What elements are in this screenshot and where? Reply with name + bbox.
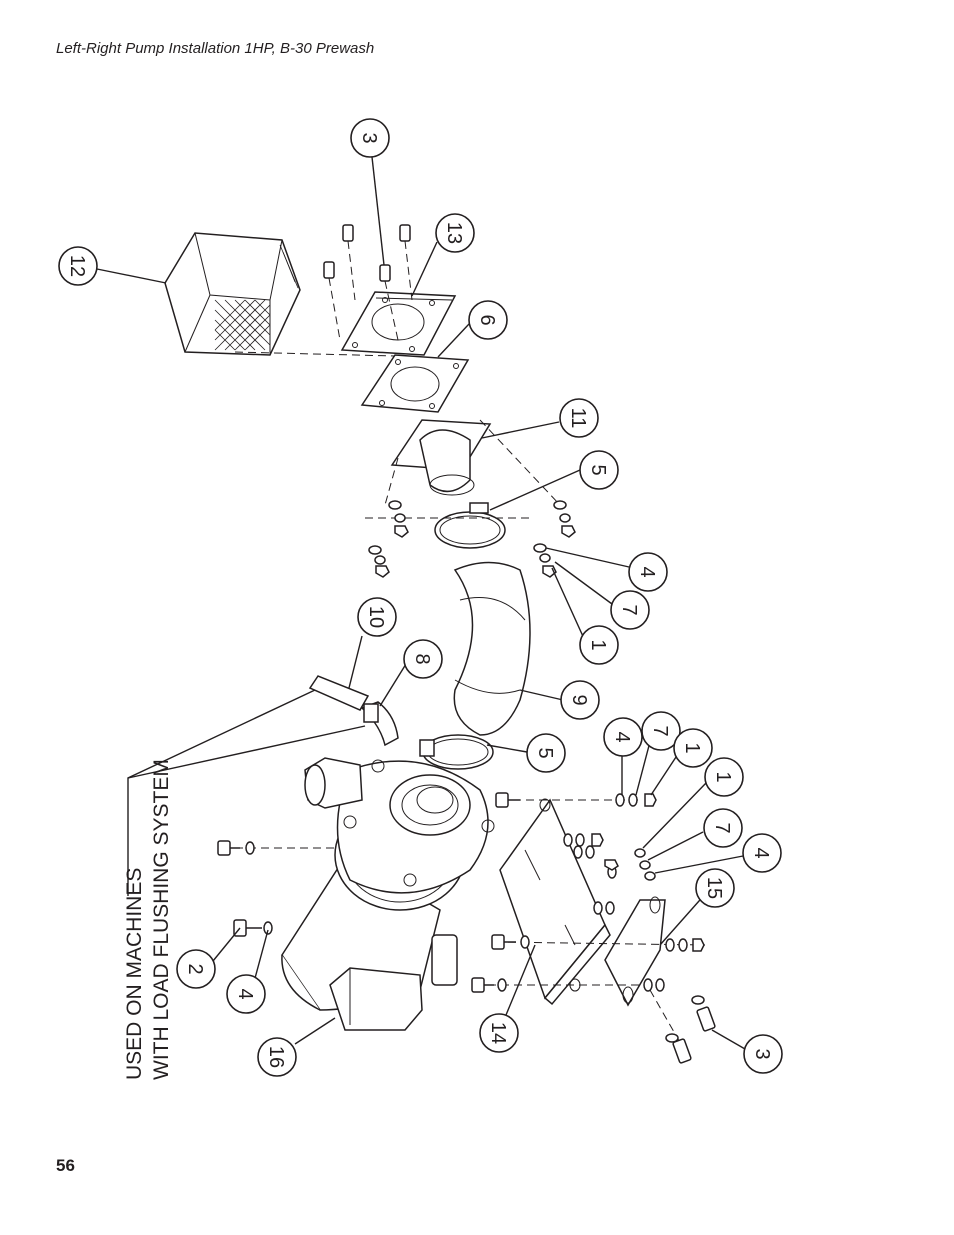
svg-text:7: 7	[711, 822, 733, 833]
pump-motor	[281, 757, 495, 1031]
upper-hose-clamp	[434, 502, 506, 549]
callout-balloon: 12	[58, 246, 98, 286]
page-number: 56	[56, 1156, 75, 1175]
callout-balloon: 4	[603, 717, 643, 757]
svg-text:3: 3	[751, 1048, 773, 1059]
svg-text:6: 6	[476, 314, 498, 325]
leader-lines	[96, 156, 746, 1050]
callout-balloon: 1	[704, 757, 744, 797]
svg-text:5: 5	[587, 464, 609, 475]
callout-balloon: 3	[743, 1034, 783, 1074]
svg-text:1: 1	[712, 771, 734, 782]
callout-balloon: 4	[628, 552, 668, 592]
svg-text:3: 3	[358, 132, 380, 143]
callout-balloon: 10	[357, 597, 397, 637]
flush-tube	[308, 675, 399, 747]
svg-text:4: 4	[234, 988, 256, 999]
svg-text:15: 15	[703, 877, 725, 899]
upper-hardware	[365, 500, 576, 578]
flange-adapter	[384, 419, 561, 506]
foot-bracket	[604, 896, 666, 1007]
svg-text:4: 4	[611, 731, 633, 742]
note-line-1: USED ON MACHINES	[123, 868, 146, 1080]
mounting-bracket	[499, 798, 611, 1006]
callout-balloon: 7	[641, 711, 681, 751]
svg-text:2: 2	[184, 963, 206, 974]
callout-balloon: 4	[226, 974, 266, 1014]
svg-text:1: 1	[681, 742, 703, 753]
lower-hose-clamp	[419, 734, 494, 770]
callout-balloon: 7	[610, 590, 650, 630]
svg-text:13: 13	[443, 222, 465, 244]
svg-text:4: 4	[750, 847, 772, 858]
svg-text:12: 12	[66, 255, 88, 277]
strainer-basket	[164, 232, 301, 356]
note-line-2: WITH LOAD FLUSHING SYSTEM	[150, 759, 173, 1080]
callout-balloon: 1	[673, 728, 713, 768]
callout-balloon: 3	[350, 118, 390, 158]
callout-balloon: 4	[742, 833, 782, 873]
callout-balloon: 5	[526, 733, 566, 773]
callout-balloon: 13	[435, 213, 475, 253]
callout-balloon: 1	[579, 625, 619, 665]
svg-text:7: 7	[649, 725, 671, 736]
page-title: Left-Right Pump Installation 1HP, B-30 P…	[56, 40, 375, 57]
callout-balloon: 6	[468, 300, 508, 340]
svg-text:5: 5	[534, 747, 556, 758]
callout-balloon: 8	[403, 639, 443, 679]
svg-text:11: 11	[567, 408, 589, 429]
lower-hardware	[217, 792, 716, 1064]
svg-text:16: 16	[265, 1046, 287, 1068]
callout-balloon: 15	[695, 868, 735, 908]
callout-balloon: 2	[176, 949, 216, 989]
callout-balloon: 11	[559, 398, 599, 438]
callout-balloon: 7	[703, 808, 743, 848]
svg-text:1: 1	[587, 639, 609, 650]
callout-balloons: 3 12 13 6 11 5 4 7 1 10 8 9 5 4 7 1 1 7 …	[58, 118, 783, 1077]
cover-plate	[340, 291, 457, 356]
callout-balloon: 5	[579, 450, 619, 490]
callout-balloon: 16	[257, 1037, 297, 1077]
svg-text:7: 7	[618, 604, 640, 615]
svg-text:8: 8	[411, 653, 433, 664]
svg-text:4: 4	[636, 566, 658, 577]
svg-text:14: 14	[487, 1022, 509, 1044]
svg-text:10: 10	[365, 606, 387, 628]
elbow-hose	[453, 561, 531, 736]
cover-screws	[323, 224, 413, 341]
callout-balloon: 9	[560, 680, 600, 720]
callout-balloon: 14	[479, 1013, 519, 1053]
svg-text:9: 9	[568, 694, 590, 705]
gasket	[360, 354, 470, 413]
load-flushing-note: USED ON MACHINES WITH LOAD FLUSHING SYST…	[123, 759, 173, 1080]
